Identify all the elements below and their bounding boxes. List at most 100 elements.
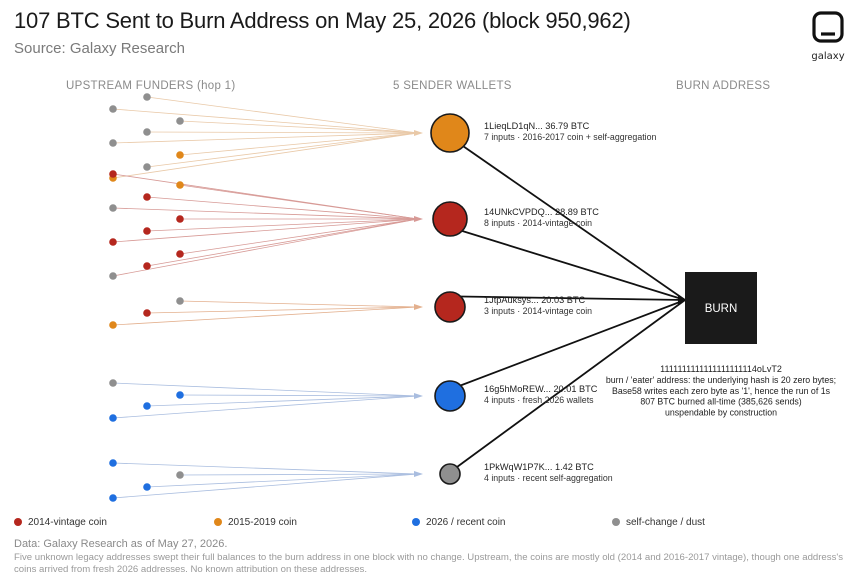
funder-node <box>176 391 184 399</box>
sender-address-label: 14UNkCVPDQ... 28.89 BTC <box>484 207 599 217</box>
funder-flow-line <box>112 132 419 179</box>
funder-flow-line <box>112 218 419 277</box>
legend-swatch <box>412 518 420 527</box>
funder-node <box>109 170 117 178</box>
sender-wallet-node <box>439 463 461 485</box>
funder-flow-line <box>146 96 419 134</box>
funder-flow-line <box>146 395 419 407</box>
funder-flow-line <box>179 132 419 156</box>
funder-flow-line <box>146 196 419 220</box>
sender-address-label: 1LieqLD1qN... 36.79 BTC <box>484 121 590 131</box>
sender-detail-label: 3 inputs · 2014-vintage coin <box>484 306 592 316</box>
burn-address-box <box>685 272 757 344</box>
galaxy-logo-icon <box>812 11 844 43</box>
funder-node <box>143 262 151 270</box>
data-note: Data: Galaxy Research as of May 27, 2026… <box>14 538 228 550</box>
legend-item-dust: self-change / dust <box>612 517 705 528</box>
funder-node <box>109 204 117 212</box>
funder-node <box>143 309 151 317</box>
funder-node <box>143 163 151 171</box>
logo-text: galaxy <box>811 51 845 62</box>
page-title: 107 BTC Sent to Burn Address on May 25, … <box>14 8 631 33</box>
sender-detail-label: 4 inputs · recent self-aggregation <box>484 473 613 483</box>
column-header-senders: 5 SENDER WALLETS <box>393 80 512 92</box>
galaxy-logo: galaxy <box>808 10 848 62</box>
sender-address-label: 1PkWqW1P7K... 1.42 BTC <box>484 462 594 472</box>
funder-node <box>176 181 184 189</box>
funder-node <box>143 483 151 491</box>
burn-description-line: Base58 writes each zero byte as '1', hen… <box>612 386 831 396</box>
column-header-burn: BURN ADDRESS <box>676 80 771 92</box>
funder-flow-line <box>112 218 419 243</box>
funder-flow-line <box>146 473 419 488</box>
funder-node <box>109 459 117 467</box>
legend-item-2014: 2014-vintage coin <box>14 517 107 528</box>
funder-node <box>143 227 151 235</box>
funder-node <box>176 250 184 258</box>
funder-node <box>143 402 151 410</box>
funder-node <box>109 414 117 422</box>
legend-swatch <box>612 518 620 527</box>
legend-label: 2026 / recent coin <box>426 517 506 528</box>
sender-address-label: 16g5hMoREW... 20.01 BTC <box>484 384 598 394</box>
burn-description-line: 807 BTC burned all-time (385,626 sends) <box>640 397 801 407</box>
funder-node <box>176 297 184 305</box>
sender-wallet-node <box>432 201 468 237</box>
sender-to-burn-line <box>462 145 686 301</box>
sender-wallet-node <box>434 380 466 412</box>
legend-swatch <box>214 518 222 527</box>
funder-flow-line <box>179 300 419 308</box>
sender-detail-label: 7 inputs · 2016-2017 coin + self-aggrega… <box>484 132 656 142</box>
funder-node <box>176 151 184 159</box>
sender-to-burn-line <box>456 299 686 468</box>
funder-node <box>176 215 184 223</box>
sender-detail-label: 8 inputs · 2014-vintage coin <box>484 218 592 228</box>
legend: 2014-vintage coin 2015-2019 coin 2026 / … <box>14 517 854 531</box>
legend-item-2015-2019: 2015-2019 coin <box>214 517 297 528</box>
converge-arrow <box>414 130 423 136</box>
sender-detail-label: 4 inputs · fresh 2026 wallets <box>484 395 594 405</box>
legend-item-2026: 2026 / recent coin <box>412 517 506 528</box>
funder-flow-line <box>179 218 419 255</box>
funder-node <box>109 238 117 246</box>
converge-arrow <box>414 304 423 310</box>
funder-node <box>109 321 117 329</box>
funder-node <box>109 379 117 387</box>
funder-node <box>109 105 117 113</box>
funder-node <box>109 139 117 147</box>
column-header-funders: UPSTREAM FUNDERS (hop 1) <box>66 80 236 92</box>
source-label: Source: Galaxy Research <box>14 40 185 57</box>
legend-label: 2014-vintage coin <box>28 517 107 528</box>
sender-to-burn-line <box>461 230 686 301</box>
funder-flow-line <box>112 395 419 419</box>
funder-flow-line <box>146 132 419 168</box>
legend-label: 2015-2019 coin <box>228 517 297 528</box>
funder-flow-line <box>112 306 419 326</box>
funder-flow-line <box>112 207 419 220</box>
funder-node <box>143 93 151 101</box>
burn-label: BURN <box>705 303 738 315</box>
funder-node <box>109 272 117 280</box>
converge-arrow <box>414 216 423 222</box>
converge-arrow <box>414 393 423 399</box>
funder-node <box>143 128 151 136</box>
funder-node <box>143 193 151 201</box>
funder-flow-line <box>112 462 419 475</box>
funder-flow-line <box>146 218 419 267</box>
funder-flow-line <box>112 473 419 499</box>
legend-swatch <box>14 518 22 527</box>
funder-flow-line <box>179 120 419 134</box>
funder-flow-line <box>112 132 419 144</box>
sender-wallet-node <box>434 291 466 323</box>
funder-flow-line <box>146 218 419 232</box>
sender-wallet-node <box>430 113 470 153</box>
burn-arrowhead <box>678 295 686 305</box>
funder-node <box>176 471 184 479</box>
sender-to-burn-line <box>460 295 686 301</box>
funder-flow-line <box>112 108 419 134</box>
funder-node <box>109 494 117 502</box>
funder-flow-line <box>112 382 419 397</box>
burn-address-text: 1111111111111111111114oLvT2 <box>660 364 782 374</box>
converge-arrow <box>414 471 423 477</box>
